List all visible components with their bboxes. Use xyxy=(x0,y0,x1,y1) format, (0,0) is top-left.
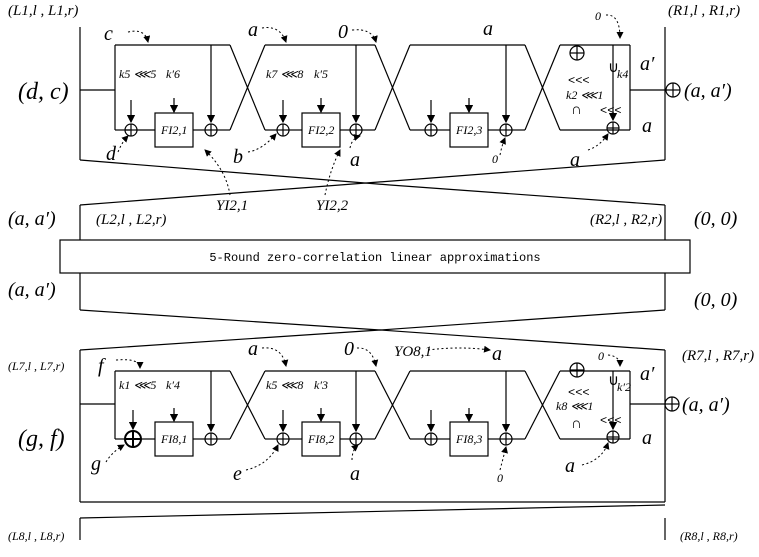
xor-icon xyxy=(606,430,620,444)
yi-2-2: YI2,2 xyxy=(316,198,349,214)
round8-key1p: k′4 xyxy=(166,378,180,392)
xor-icon xyxy=(204,123,218,137)
zero-top: (0, 0) xyxy=(694,208,738,230)
xor-icon xyxy=(664,396,680,412)
mid-right-pair: (R2,l , R2,r) xyxy=(590,212,662,228)
fi-2-3-box xyxy=(449,112,489,148)
mid-aa-top: (a, a′) xyxy=(8,208,56,230)
xor-icon xyxy=(124,430,142,448)
xor-icon xyxy=(204,432,218,446)
var-a: a xyxy=(570,149,580,171)
round8-key2: k5 ⋘8 xyxy=(266,378,303,392)
xor-icon xyxy=(499,432,513,446)
rot-mark: <<< xyxy=(600,104,622,118)
fi-2-1-label: FI2,1 xyxy=(160,123,187,137)
round-1: FI2,1 FI2,2 FI2,3 k5 ⋘5 k′6 k7 ⋘8 k′5 k4… xyxy=(79,9,681,206)
rot-mark: <<< xyxy=(568,386,590,400)
and-icon: ∩ xyxy=(571,416,582,432)
or-icon: ∪ xyxy=(608,60,619,76)
round1-key2p: k′5 xyxy=(314,67,328,81)
var-a: a xyxy=(642,427,652,449)
fi-2-2-box xyxy=(301,112,341,148)
mid-left-pair: (L2,l , L2,r) xyxy=(96,212,166,228)
fi-8-3-box xyxy=(449,421,489,457)
xor-icon xyxy=(424,432,438,446)
fi-2-1-box xyxy=(154,112,194,148)
rot-mark: <<< xyxy=(600,414,622,428)
bottom-left-pair: (L7,l , L7,r) xyxy=(8,359,64,373)
var-b: b xyxy=(233,146,243,168)
var-e: e xyxy=(233,463,242,485)
xor-icon xyxy=(349,432,363,446)
round8-key2p: k′3 xyxy=(314,378,328,392)
var-zero: 0 xyxy=(344,338,354,360)
var-a: a xyxy=(350,463,360,485)
round8-key1: k1 ⋘5 xyxy=(119,378,156,392)
var-zero: 0 xyxy=(497,471,503,485)
var-c: c xyxy=(104,23,113,45)
yo-8-1: YO8,1 xyxy=(394,344,432,360)
xor-icon xyxy=(569,45,585,61)
round1-key2: k7 ⋘8 xyxy=(266,67,303,81)
var-zero: 0 xyxy=(492,152,498,166)
xor-icon xyxy=(424,123,438,137)
var-a: a xyxy=(642,115,652,137)
var-zero: 0 xyxy=(598,349,604,363)
var-zero: 0 xyxy=(338,21,348,43)
fi-2-2-label: FI2,2 xyxy=(307,123,334,137)
xor-icon xyxy=(499,123,513,137)
zero-bottom: (0, 0) xyxy=(694,289,738,311)
or-icon: ∪ xyxy=(608,373,619,389)
output-aa-1: (a, a′) xyxy=(684,80,732,102)
fi-8-2-label: FI8,2 xyxy=(307,432,334,446)
xor-icon xyxy=(665,82,681,98)
round8-key3b: k8 ⋘1 xyxy=(556,399,593,413)
bottom-right-pair: (R7,l , R7,r) xyxy=(682,348,754,364)
xor-icon xyxy=(276,432,290,446)
mid-aa-bottom: (a, a′) xyxy=(8,279,56,301)
fi-8-1-box xyxy=(154,421,194,457)
round-8: FI8,1 FI8,2 FI8,3 k1 ⋘5 k′4 k5 ⋘8 k′3 k′… xyxy=(79,338,680,540)
round1-key3: k4 xyxy=(617,67,628,81)
fi-8-2-box xyxy=(301,421,341,457)
var-zero: 0 xyxy=(595,9,601,23)
round1-key1p: k′6 xyxy=(166,67,180,81)
and-icon: ∩ xyxy=(571,102,582,118)
input-dc: (d, c) xyxy=(18,79,69,105)
fi-8-1-label: FI8,1 xyxy=(160,432,187,446)
last-left-pair: (L8,l , L8,r) xyxy=(8,529,64,543)
output-aa-2: (a, a′) xyxy=(682,394,730,416)
var-a-prime: a′ xyxy=(640,53,655,75)
var-f: f xyxy=(98,355,106,377)
fi-8-3-label: FI8,3 xyxy=(455,432,482,446)
var-g: g xyxy=(91,453,101,475)
var-d: d xyxy=(106,143,117,165)
fi-2-3-label: FI2,3 xyxy=(455,123,482,137)
xor-icon xyxy=(569,362,585,378)
var-a: a xyxy=(248,338,258,360)
var-a: a xyxy=(350,149,360,171)
round1-key3b: k2 ⋘1 xyxy=(566,88,603,102)
top-right-pair: (R1,l , R1,r) xyxy=(668,3,740,19)
last-right-pair: (R8,l , R8,r) xyxy=(680,529,738,543)
var-a: a xyxy=(483,18,493,40)
round8-key3: k′2 xyxy=(617,380,631,394)
var-a-prime: a′ xyxy=(640,363,655,385)
xor-icon xyxy=(124,123,138,137)
var-a: a xyxy=(492,343,502,365)
var-a: a xyxy=(565,455,575,477)
var-a: a xyxy=(248,19,258,41)
xor-icon xyxy=(606,121,620,135)
round1-key1: k5 ⋘5 xyxy=(119,67,156,81)
top-left-pair: (L1,l , L1,r) xyxy=(8,3,78,19)
zero-correlation-banner xyxy=(59,239,691,274)
xor-icon xyxy=(349,123,363,137)
banner-text: 5-Round zero-correlation linear approxim… xyxy=(209,251,540,265)
rot-mark: <<< xyxy=(568,74,590,88)
input-gf: (g, f) xyxy=(18,426,65,452)
xor-icon xyxy=(276,123,290,137)
yi-2-1: YI2,1 xyxy=(216,198,248,214)
